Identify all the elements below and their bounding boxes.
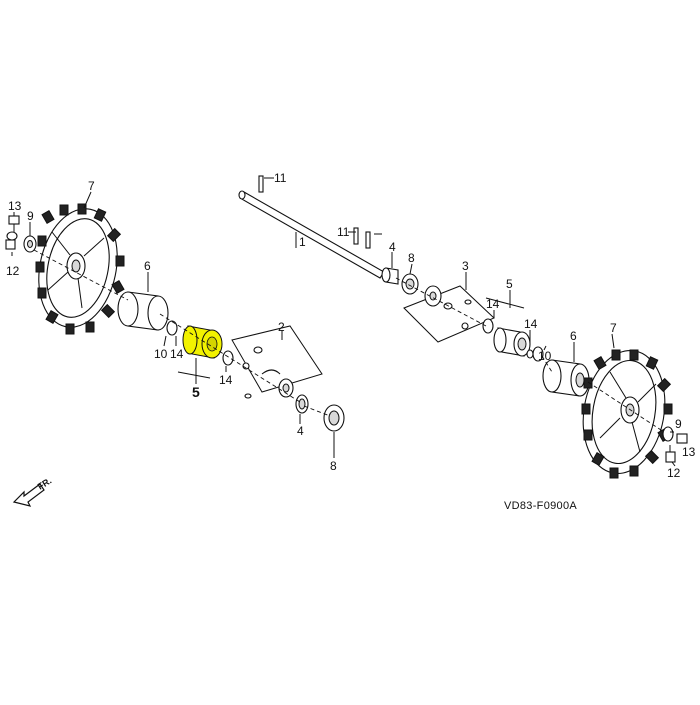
right-wheel[interactable] xyxy=(574,344,674,480)
callout-5-right: 5 xyxy=(506,277,513,291)
callout-1: 1 xyxy=(299,235,306,249)
callout-9-left: 9 xyxy=(27,209,34,223)
left-bushing-6[interactable] xyxy=(117,291,169,331)
callout-13-right: 13 xyxy=(682,445,696,459)
callout-3: 3 xyxy=(462,259,469,273)
right-washer-9[interactable] xyxy=(662,426,674,442)
callout-2: 2 xyxy=(278,320,285,334)
left-washer-9[interactable] xyxy=(23,235,37,253)
right-gear-8[interactable] xyxy=(401,273,419,295)
callout-13-left: 13 xyxy=(8,199,22,213)
callout-6-left: 6 xyxy=(144,259,151,273)
pin-11-top[interactable] xyxy=(258,175,264,193)
callout-12-left: 12 xyxy=(6,264,20,278)
leader-lines xyxy=(11,177,676,467)
left-pawl-set-2[interactable] xyxy=(231,325,323,399)
drawing-code: VD83-F0900A xyxy=(504,500,577,512)
left-bearing-4[interactable] xyxy=(295,394,309,414)
callout-4-left: 4 xyxy=(297,424,304,438)
callout-11-middle: 11 xyxy=(337,225,350,239)
left-gear-8[interactable] xyxy=(323,404,345,432)
callout-4-right: 4 xyxy=(389,240,396,254)
callout-12-right: 12 xyxy=(667,466,681,480)
front-direction-arrow: FR. xyxy=(12,476,54,507)
left-wheel[interactable] xyxy=(28,201,127,335)
callout-14-left-b: 14 xyxy=(219,373,233,387)
right-pawl-set-3[interactable] xyxy=(403,285,495,343)
right-bolt-12[interactable] xyxy=(676,433,688,444)
left-bolt-13[interactable] xyxy=(8,215,20,232)
axle-1[interactable] xyxy=(238,190,385,279)
left-ratchet-5-highlighted[interactable] xyxy=(166,320,234,366)
callout-10-left: 10 xyxy=(154,347,168,361)
right-ratchet-5[interactable] xyxy=(482,318,544,362)
callout-14-right-a: 14 xyxy=(486,297,500,311)
callout-labels: 1 2 3 4 4 5 5 6 6 7 7 8 8 9 9 10 10 11 1… xyxy=(6,171,696,480)
callout-7-right: 7 xyxy=(610,321,617,335)
callout-14-left-a: 14 xyxy=(170,347,184,361)
callout-9-right: 9 xyxy=(675,417,682,431)
callout-10-right: 10 xyxy=(538,349,552,363)
callout-8-left: 8 xyxy=(330,459,337,473)
right-bearing-4[interactable] xyxy=(381,267,399,285)
callout-8-right: 8 xyxy=(408,251,415,265)
callout-5-highlighted: 5 xyxy=(192,384,200,400)
front-label: FR. xyxy=(36,476,54,492)
callout-7-left: 7 xyxy=(88,179,95,193)
callout-6-right: 6 xyxy=(570,329,577,343)
callout-11-top: 11 xyxy=(274,171,287,185)
callout-14-right-b: 14 xyxy=(524,317,538,331)
pin-11-middle[interactable] xyxy=(353,227,371,249)
assembly-axis-lines xyxy=(33,249,665,433)
right-bushing-6[interactable] xyxy=(542,359,590,397)
right-bolt-13[interactable] xyxy=(665,445,676,463)
left-bolt-12[interactable] xyxy=(5,231,18,250)
